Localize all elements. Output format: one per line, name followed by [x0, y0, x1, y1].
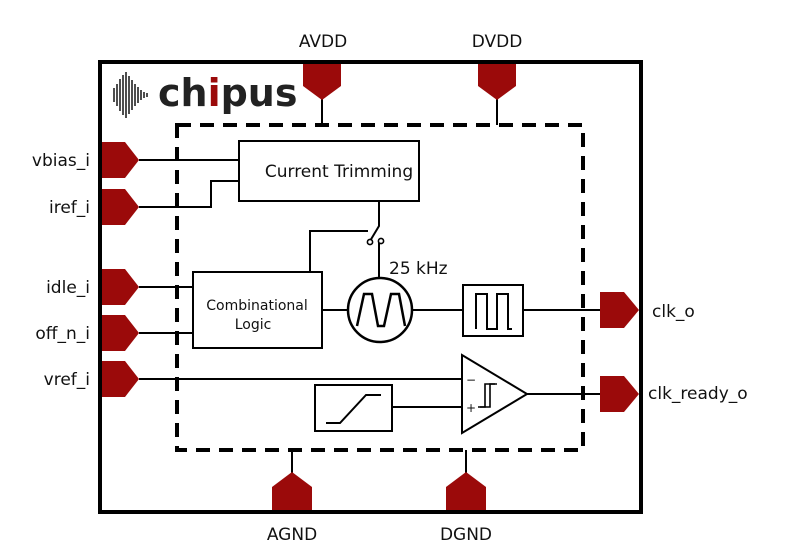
- svg-text:+: +: [466, 401, 476, 415]
- wires: [139, 159, 600, 408]
- pin-label-dvdd: DVDD: [472, 32, 523, 52]
- pin-label-vref-i: vref_i: [44, 370, 90, 390]
- current-trimming-block: [238, 140, 420, 202]
- combinational-logic-block: [192, 271, 323, 349]
- pad-vbias-i: vbias_i: [32, 142, 139, 178]
- pad-idle-i: idle_i: [46, 269, 139, 305]
- pad-dvdd: DVDD: [472, 32, 523, 125]
- pin-label-dgnd: DGND: [440, 525, 492, 545]
- svg-text:−: −: [466, 373, 476, 387]
- chip-outline: [98, 60, 643, 514]
- pad-vref-i: vref_i: [44, 361, 139, 397]
- square-wave-icon: [462, 284, 524, 337]
- pin-label-vbias-i: vbias_i: [32, 151, 90, 171]
- waveform-logo-icon: [113, 72, 148, 118]
- logo-text: chipus: [158, 71, 297, 115]
- pin-label-clk-ready-o: clk_ready_o: [648, 384, 748, 404]
- pad-clk-o: clk_o: [600, 292, 695, 328]
- trapezoid-wave-icon: [346, 276, 414, 344]
- combinational-label-line2: Logic: [235, 317, 272, 333]
- pin-label-iref-i: iref_i: [49, 198, 90, 218]
- pad-off-n-i: off_n_i: [35, 315, 139, 351]
- pin-label-agnd: AGND: [267, 525, 317, 545]
- logo-text-start: ch: [158, 71, 208, 115]
- pin-label-avdd: AVDD: [299, 32, 347, 52]
- pad-clk-ready-o: clk_ready_o: [600, 376, 748, 412]
- pin-label-off-n-i: off_n_i: [35, 324, 90, 344]
- pad-iref-i: iref_i: [49, 189, 139, 225]
- combinational-label-line1: Combinational: [206, 298, 308, 314]
- pin-label-clk-o: clk_o: [652, 302, 695, 322]
- ramp-icon: [314, 384, 393, 432]
- frequency-label: 25 kHz: [389, 259, 448, 279]
- logo-text-end: pus: [221, 71, 298, 115]
- switch-icon: [366, 237, 385, 246]
- logo-text-accent: i: [208, 71, 221, 115]
- pad-agnd: AGND: [267, 450, 317, 545]
- hysteresis-comparator-icon: − +: [461, 353, 529, 435]
- pin-label-idle-i: idle_i: [46, 278, 90, 298]
- pad-dgnd: DGND: [440, 450, 492, 545]
- pad-avdd: AVDD: [299, 32, 347, 125]
- current-trimming-label: Current Trimming: [265, 162, 413, 182]
